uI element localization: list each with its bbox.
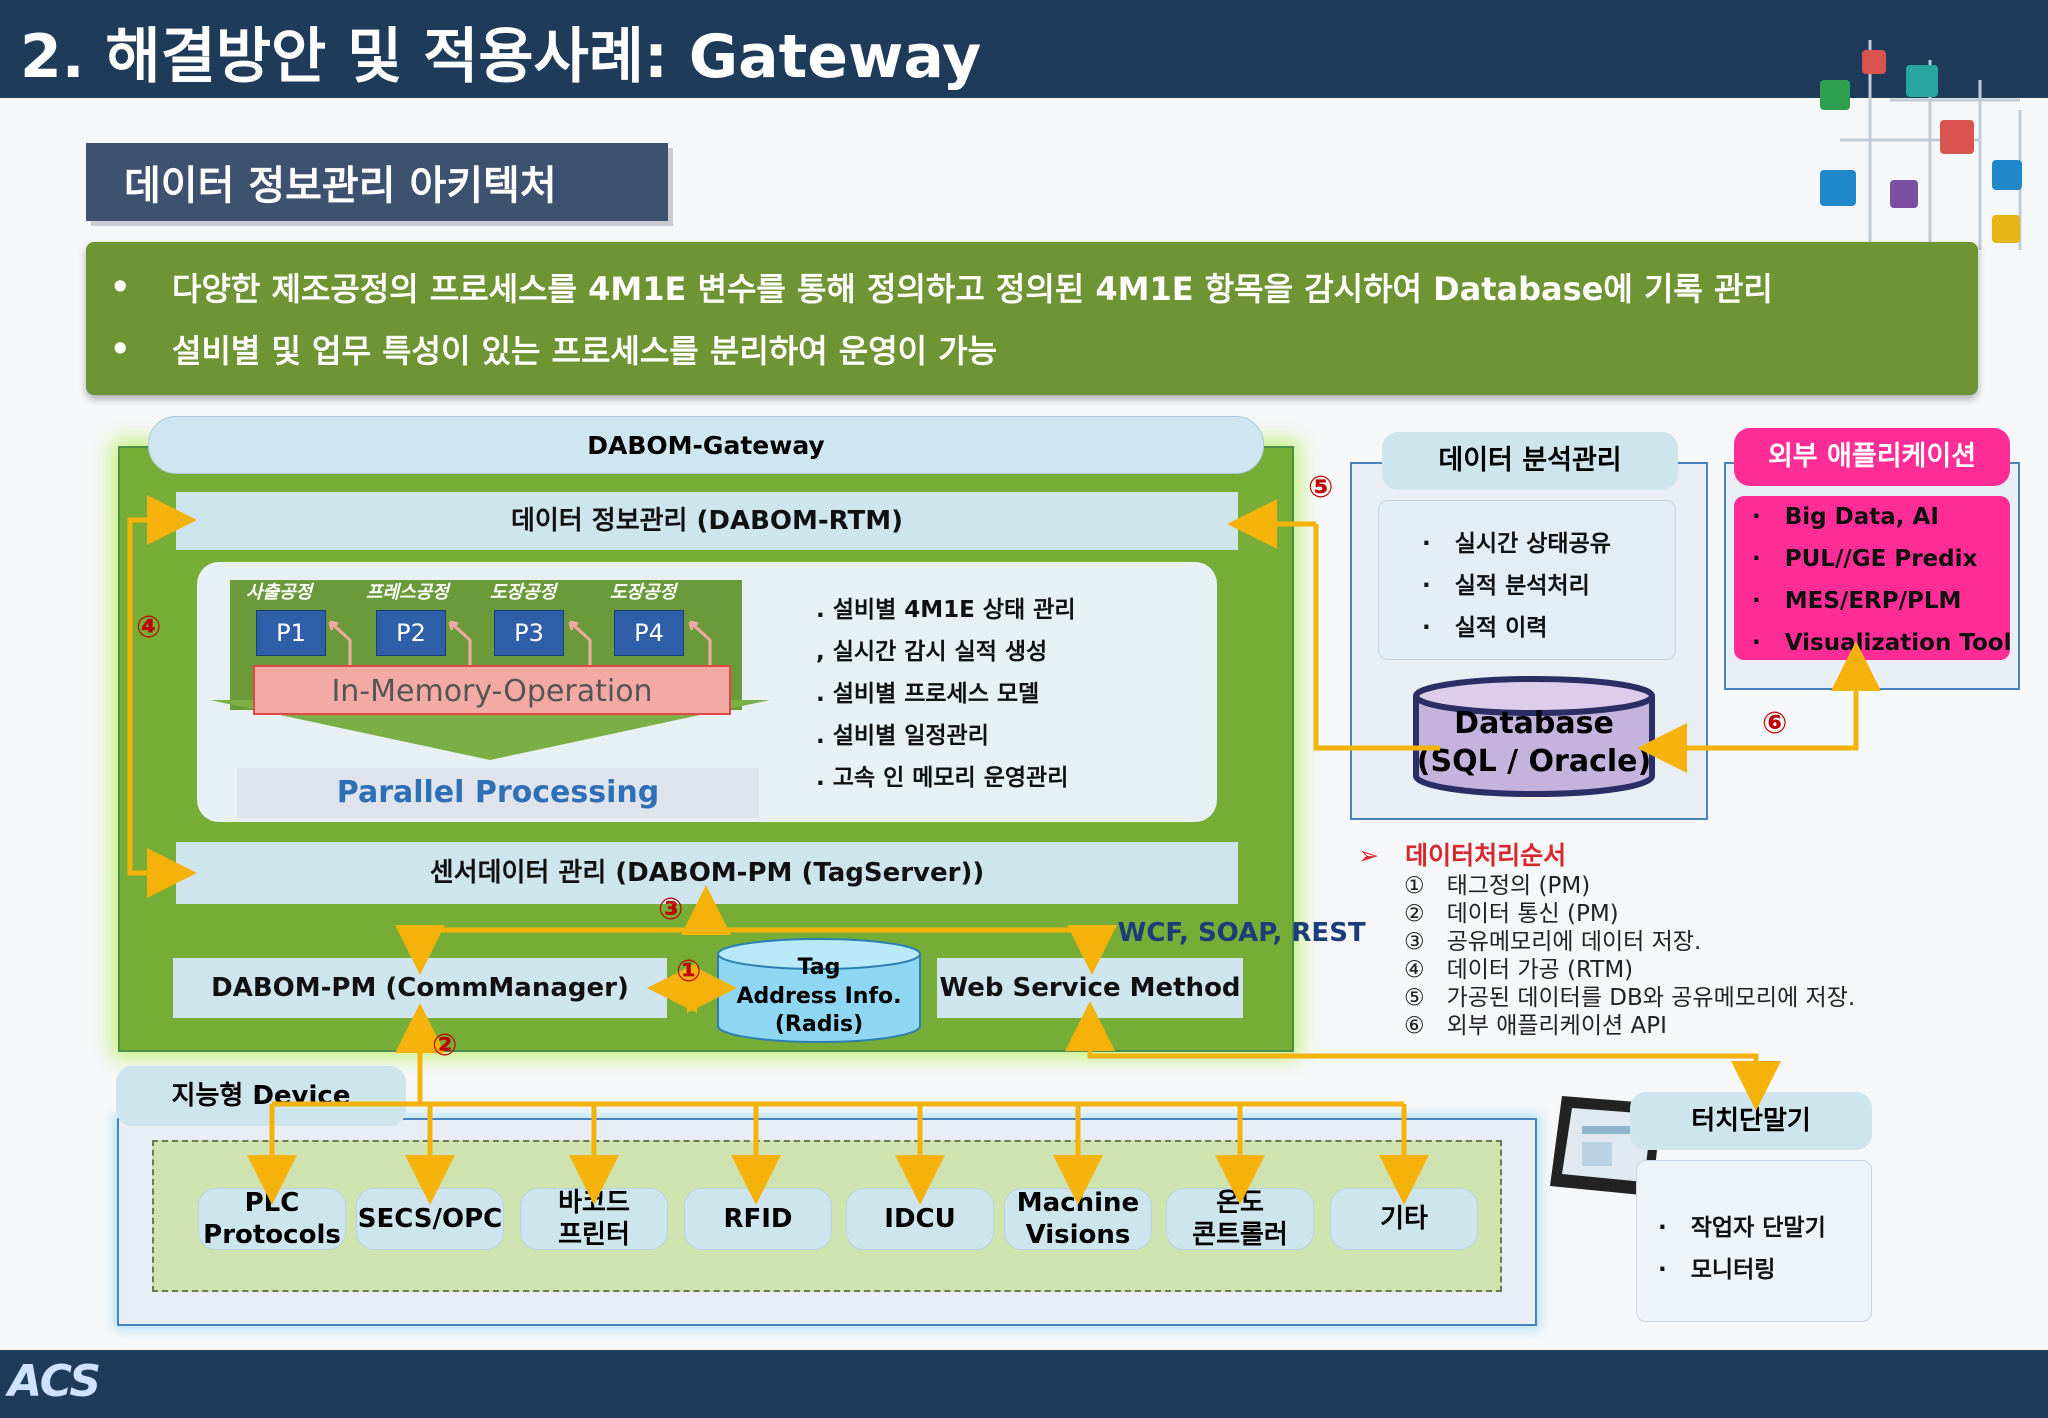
process-p3: P3 <box>494 610 564 656</box>
database-cylinder <box>1413 676 1655 797</box>
device-title: 지능형 Device <box>116 1066 406 1126</box>
sequence-step: ③ 공유메모리에 데이터 저장. <box>1404 929 1702 955</box>
feature-item: . 설비별 일정관리 <box>816 723 989 749</box>
sequence-step: ⑥ 외부 애플리케이션 API <box>1404 1013 1667 1039</box>
app-icon <box>1890 180 1918 208</box>
analysis-item: · 실시간 상태공유 <box>1422 531 1611 557</box>
terminal-panel <box>1636 1160 1872 1322</box>
rtm-band: 데이터 정보관리 (DABOM-RTM) <box>176 492 1238 550</box>
external-item: · Visualization Tool <box>1752 630 2012 656</box>
process-label: 도장공정 <box>610 582 677 603</box>
app-icon <box>1906 65 1938 97</box>
process-p2: P2 <box>376 610 446 656</box>
tag-db-line: Tag <box>797 955 841 980</box>
external-title: 외부 애플리케이션 <box>1734 428 2010 486</box>
sequence-step: ⑤ 가공된 데이터를 DB와 공유메모리에 저장. <box>1404 985 1856 1011</box>
analysis-title: 데이터 분석관리 <box>1382 432 1678 490</box>
database-label: (SQL / Oracle) <box>1416 744 1652 779</box>
header-bar <box>0 0 2048 98</box>
database-label: Database <box>1454 706 1614 741</box>
feature-item: . 설비별 4M1E 상태 관리 <box>816 597 1076 623</box>
feature-item: , 실시간 감시 실적 생성 <box>816 639 1048 665</box>
company-logo: ACS <box>8 1356 101 1407</box>
sequence-step: ② 데이터 통신 (PM) <box>1404 901 1619 927</box>
process-label: 프레스공정 <box>366 582 449 603</box>
parallel-processing: Parallel Processing <box>237 768 759 818</box>
web-service-box: Web Service Method <box>937 958 1243 1018</box>
device-item-etc: 기타 <box>1330 1188 1478 1250</box>
pm-tagserver-band: 센서데이터 관리 (DABOM-PM (TagServer)) <box>176 842 1238 904</box>
comm-manager-box: DABOM-PM (CommManager) <box>173 958 667 1018</box>
device-item-idcu: IDCU <box>846 1188 994 1250</box>
page-title: 2. 해결방안 및 적용사례: Gateway <box>20 22 982 92</box>
sequence-title: ➢ 데이터처리순서 <box>1358 841 1567 870</box>
tag-db-cylinder <box>717 938 921 1043</box>
marker-3: ③ <box>658 892 684 927</box>
analysis-item: · 실적 분석처리 <box>1422 573 1590 599</box>
in-memory-operation: In-Memory-Operation <box>253 665 731 715</box>
app-icon <box>1820 80 1850 110</box>
external-list <box>1734 496 2010 660</box>
external-item: · PUL//GE Predix <box>1752 546 1978 572</box>
bullet-dot: • <box>110 268 131 306</box>
process-p4: P4 <box>614 610 684 656</box>
footer-bar <box>0 1350 2048 1418</box>
device-item-secs-opc: SECS/OPC <box>356 1188 504 1250</box>
marker-2: ② <box>432 1028 458 1063</box>
down-arrow-shape <box>210 700 770 760</box>
external-item: · Big Data, AI <box>1752 504 1939 530</box>
process-p1: P1 <box>256 610 326 656</box>
protocols-label: • WCF, SOAP, REST <box>1092 918 1366 948</box>
summary-bullet: 다양한 제조공정의 프로세스를 4M1E 변수를 통해 정의하고 정의된 4M1… <box>172 270 1773 308</box>
process-label: 사출공정 <box>246 582 313 603</box>
summary-box <box>86 242 1978 395</box>
decorative-network-icons <box>1820 40 2022 250</box>
terminal-item: · 모니터링 <box>1658 1257 1776 1283</box>
marker-5: ⑤ <box>1308 470 1334 505</box>
bullet-dot: • <box>110 330 131 368</box>
marker-1: ① <box>676 954 702 989</box>
terminal-title: 터치단말기 <box>1630 1092 1872 1150</box>
app-icon <box>1862 50 1886 74</box>
sequence-step: ④ 데이터 가공 (RTM) <box>1404 957 1634 983</box>
analysis-item: · 실적 이력 <box>1422 615 1548 641</box>
feature-item: . 고속 인 메모리 운영관리 <box>816 765 1069 791</box>
marker-4: ④ <box>136 610 162 645</box>
external-item: · MES/ERP/PLM <box>1752 588 1962 614</box>
tag-db-line: Address Info. <box>736 984 902 1009</box>
app-icon <box>1940 120 1974 154</box>
summary-bullet: 설비별 및 업무 특성이 있는 프로세스를 분리하여 운영이 가능 <box>172 332 998 370</box>
process-loop-arrows <box>328 620 712 665</box>
feature-item: . 설비별 프로세스 모델 <box>816 681 1040 707</box>
app-icon <box>1820 170 1856 206</box>
sequence-step: ① 태그정의 (PM) <box>1404 873 1591 899</box>
process-label: 도장공정 <box>490 582 557 603</box>
device-item-rfid: RFID <box>684 1188 832 1250</box>
app-icon <box>1992 160 2022 190</box>
app-icon <box>1992 215 2020 243</box>
marker-6: ⑥ <box>1762 706 1788 741</box>
section-title: 데이터 정보관리 아키텍처 <box>86 143 668 221</box>
tag-db-line: (Radis) <box>774 1012 864 1037</box>
gateway-title: DABOM-Gateway <box>148 416 1264 474</box>
terminal-item: · 작업자 단말기 <box>1658 1215 1826 1241</box>
